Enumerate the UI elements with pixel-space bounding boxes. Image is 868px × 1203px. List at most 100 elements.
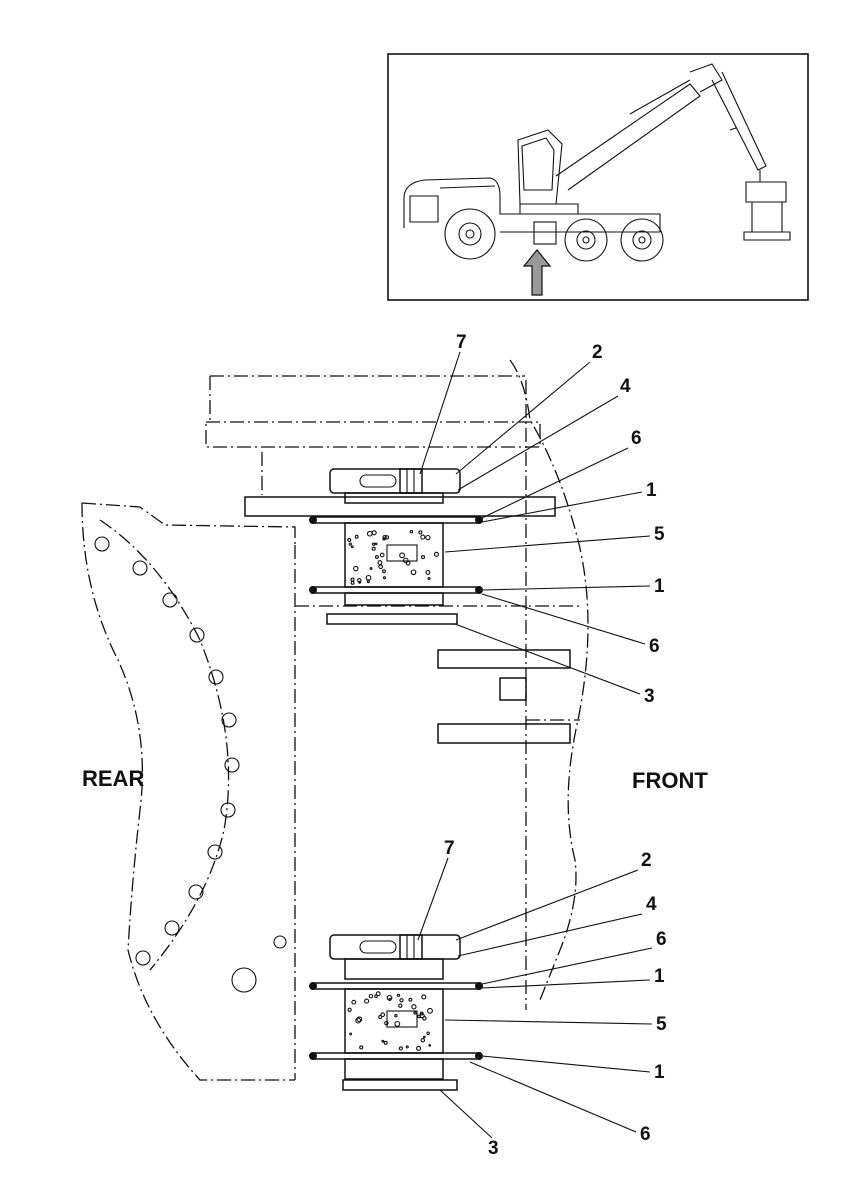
bearing-speckle xyxy=(419,1011,424,1016)
lower-bearing-assembly xyxy=(309,934,483,1091)
bearing-inner-slot xyxy=(386,544,418,562)
upper-leader-line-5 xyxy=(444,535,651,553)
upper-callout-2: 2 xyxy=(592,342,603,363)
bearing-speckle xyxy=(349,1032,353,1036)
bearing-speckle xyxy=(418,530,423,535)
bearing-speckle xyxy=(382,537,386,541)
bearing-speckle xyxy=(347,1007,352,1012)
bearing-speckle xyxy=(371,530,377,536)
bearing-speckle xyxy=(409,529,414,534)
upper-callout-6: 6 xyxy=(631,428,642,449)
bearing-speckle xyxy=(420,534,426,540)
bearing-speckle xyxy=(425,534,431,541)
bearing-speckle xyxy=(425,569,431,575)
upper-callout-5: 5 xyxy=(654,524,665,545)
bearing-speckle xyxy=(382,569,386,574)
upper-leader-line-6 xyxy=(481,593,646,645)
bearing-speckle xyxy=(374,555,379,559)
bearing-speckle xyxy=(416,1045,422,1051)
bearing-speckle xyxy=(378,564,384,570)
bearing-speckle xyxy=(399,552,406,559)
bearing-speckle xyxy=(394,1020,401,1027)
forest-harvester-machine-icon xyxy=(403,63,791,245)
lower-callout-6: 6 xyxy=(640,1124,651,1145)
bearing-speckle xyxy=(388,997,392,1001)
lower-callout-7: 7 xyxy=(444,838,455,859)
bolt-holes xyxy=(94,536,287,966)
upper-leader-line-6 xyxy=(481,447,629,519)
bearing-speckle xyxy=(347,537,352,542)
lower-leader-line-4 xyxy=(457,913,643,957)
bearing-speckle xyxy=(378,1014,383,1020)
bearing-speckle xyxy=(422,1035,426,1039)
bearing-speckle xyxy=(398,1046,403,1051)
upper-callout-6: 6 xyxy=(649,636,660,657)
inset-panel xyxy=(387,53,809,301)
bearing-speckle xyxy=(399,998,404,1003)
upper-leader-line-4 xyxy=(457,395,619,491)
harvester-wheels xyxy=(444,208,664,262)
upper-bearing-texture xyxy=(347,529,439,585)
lower-callout-4: 4 xyxy=(646,894,657,915)
bearing-speckle xyxy=(384,535,390,540)
bearing-speckle xyxy=(394,1014,398,1018)
bearing-speckle xyxy=(413,1011,417,1015)
rear-label: REAR xyxy=(82,766,144,791)
up-arrow-icon xyxy=(522,249,552,296)
bearing-speckle xyxy=(403,557,409,564)
lower-callout-3: 3 xyxy=(488,1138,499,1159)
lower-callout-1: 1 xyxy=(654,1062,665,1083)
front-label: FRONT xyxy=(632,768,708,793)
bearing-speckle xyxy=(353,565,359,572)
bearing-speckle xyxy=(382,576,387,580)
bearing-speckle xyxy=(417,1014,421,1019)
bearing-speckle xyxy=(381,1039,385,1043)
upper-leader-line-7 xyxy=(419,351,461,475)
lower-callout-1: 1 xyxy=(654,966,665,987)
bearing-speckle xyxy=(383,1040,388,1045)
front-frame-outline xyxy=(205,359,589,1010)
bearing-speckle xyxy=(348,542,352,546)
lower-leader-line-6 xyxy=(469,1061,637,1133)
bearing-speckle xyxy=(405,1045,409,1049)
bearing-speckle xyxy=(427,577,431,580)
bearing-speckle xyxy=(379,552,385,558)
upper-leader-line-1 xyxy=(481,585,651,591)
bearing-speckle xyxy=(408,997,413,1002)
upper-leader-line-3 xyxy=(454,623,641,695)
lower-leader-line-7 xyxy=(417,857,449,941)
upper-callout-1: 1 xyxy=(654,576,665,597)
upper-leader-line-1 xyxy=(481,491,643,523)
bearing-speckle xyxy=(384,1020,389,1026)
bearing-speckle xyxy=(374,994,378,999)
bearing-speckle xyxy=(374,542,378,546)
upper-callout-1: 1 xyxy=(646,480,657,501)
bearing-speckle xyxy=(350,577,355,582)
lower-leader-line-1 xyxy=(481,1055,651,1073)
bearing-speckle xyxy=(366,530,373,537)
bearing-speckle xyxy=(405,560,411,566)
bearing-speckle xyxy=(357,578,362,583)
lower-callout-6: 6 xyxy=(656,929,667,950)
bearing-speckle xyxy=(377,560,383,566)
bearing-speckle xyxy=(421,994,427,1000)
lower-leader-line-5 xyxy=(444,1019,653,1025)
bearing-speckle xyxy=(359,1045,364,1050)
bearing-speckle xyxy=(371,546,376,551)
bearing-speckle xyxy=(398,1003,403,1008)
bearing-speckle xyxy=(368,993,374,999)
bearing-speckle xyxy=(366,580,370,584)
bearing-speckle xyxy=(380,1012,386,1018)
bearing-speckle xyxy=(420,1038,426,1043)
lower-leader-line-6 xyxy=(481,947,653,985)
upper-callout-4: 4 xyxy=(620,376,631,397)
inset-frame xyxy=(387,53,809,301)
upper-bearing-assembly xyxy=(309,468,483,625)
bearing-speckle xyxy=(420,555,426,560)
bearing-speckle xyxy=(364,998,370,1004)
lower-callout-2: 2 xyxy=(641,850,652,871)
bearing-speckle xyxy=(351,999,357,1005)
bearing-speckle xyxy=(371,542,376,546)
